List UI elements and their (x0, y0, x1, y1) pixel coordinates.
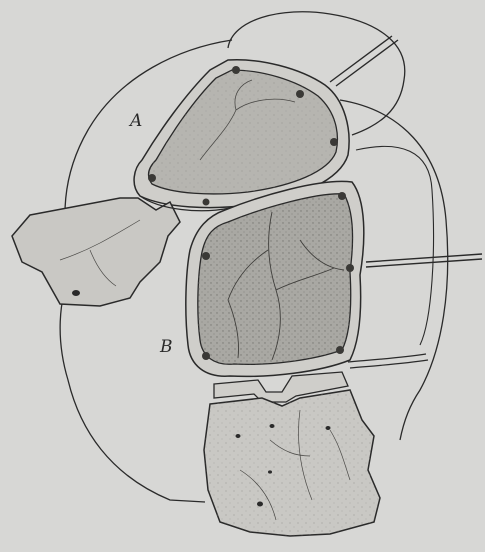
left-flap-hole (72, 290, 80, 296)
lower-bone-flap-shading (204, 390, 380, 536)
label-a: A (128, 111, 142, 131)
label-b: B (159, 337, 173, 357)
